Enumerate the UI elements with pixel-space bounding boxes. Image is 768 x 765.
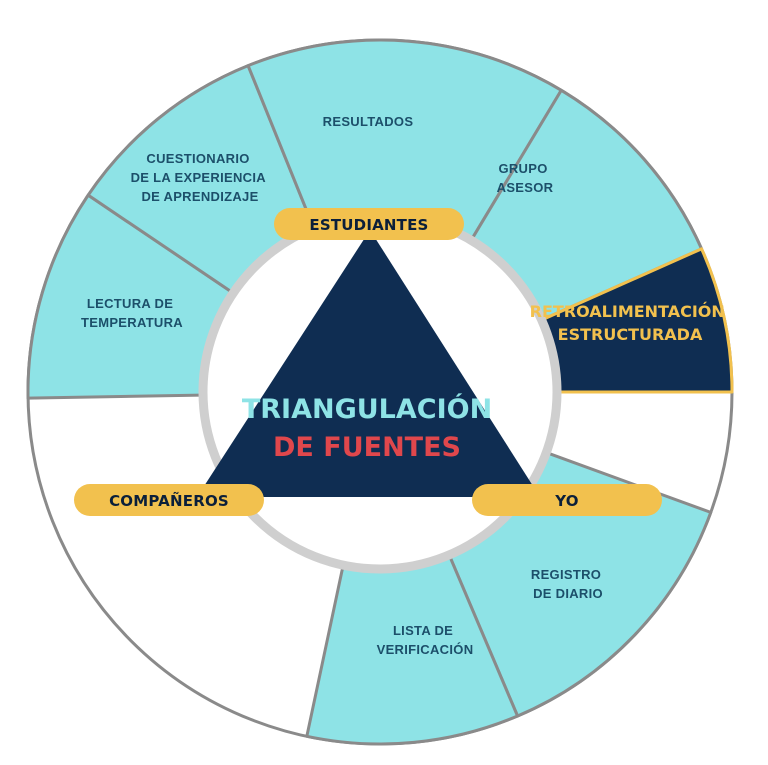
center-title-line2: DE FUENTES xyxy=(273,432,461,463)
center-title-line1: TRIANGULACIÓN xyxy=(242,393,492,425)
segment-label-retroalimentacion: RETROALIMENTACIÓN ESTRUCTURADA xyxy=(530,302,731,344)
segment-label-cuestionario: CUESTIONARIO DE LA EXPERIENCIA DE APREND… xyxy=(131,151,270,204)
pill-estudiantes xyxy=(274,208,464,240)
segment-label-lista: LISTA DE VERIFICACIÓN xyxy=(377,623,474,657)
pill-yo xyxy=(472,484,662,516)
segment-label-resultados: RESULTADOS xyxy=(323,114,414,129)
segment-label-grupo: GRUPO ASESOR xyxy=(497,161,554,195)
ring-segments xyxy=(26,38,734,746)
pill-estudiantes-label: ESTUDIANTES xyxy=(309,216,428,234)
segment-label-lectura: LECTURA DE TEMPERATURA xyxy=(81,296,183,330)
pill-companeros xyxy=(74,484,264,516)
pill-companeros-label: COMPAÑEROS xyxy=(109,491,229,510)
center-triangle xyxy=(197,230,540,497)
segment-label-registro: REGISTRO DE DIARIO xyxy=(531,567,605,601)
pill-yo-label: YO xyxy=(554,492,578,510)
